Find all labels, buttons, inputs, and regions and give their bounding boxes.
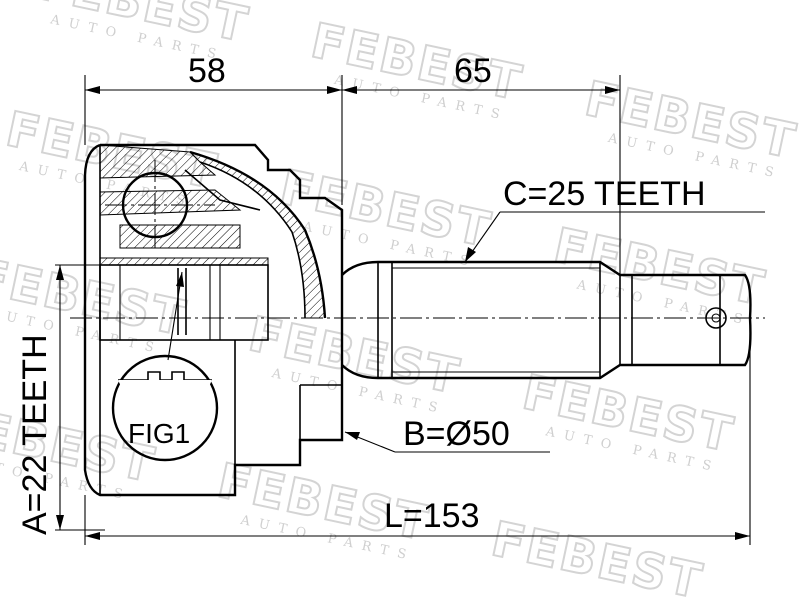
inner-bore: [99, 257, 269, 341]
watermark-brand: FEBEST: [487, 511, 708, 600]
dimension-58: [85, 86, 342, 94]
spline-a-label: A=22 TEETH: [16, 334, 54, 535]
fig1-label: FIG1: [128, 418, 190, 449]
shaft: [341, 260, 752, 380]
dimension-153: [85, 532, 750, 540]
seal-b-label: B=Ø50: [403, 415, 510, 453]
leader-b-seal: [344, 431, 550, 453]
outer-housing: [83, 143, 344, 497]
extension-lines: [55, 75, 751, 545]
dimension-58-label: 58: [188, 52, 226, 90]
dimension-a-teeth: [56, 265, 64, 530]
total-length-label: L=153: [384, 497, 480, 535]
inner-ball: [105, 160, 261, 250]
dimension-65: [342, 86, 620, 94]
dimension-65-label: 65: [454, 52, 492, 90]
fig1-detail: FIG1: [111, 354, 219, 462]
spline-c-label: C=25 TEETH: [503, 175, 706, 213]
leader-c-teeth: [464, 211, 765, 263]
